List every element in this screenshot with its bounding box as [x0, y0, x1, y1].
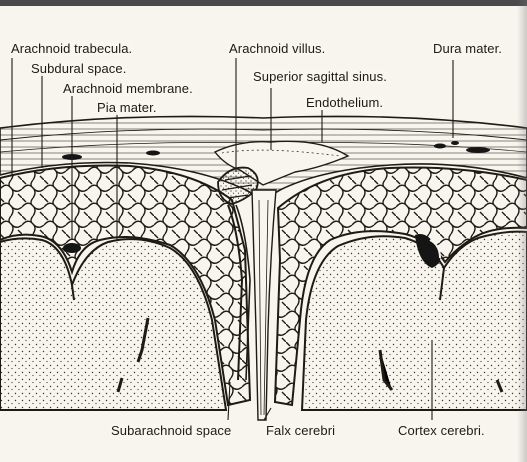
label-arachnoid-trabecula: Arachnoid trabecula.: [10, 42, 133, 56]
label-arachnoid-membrane: Arachnoid membrane.: [62, 82, 194, 96]
cortex-cerebri-right: [302, 232, 527, 410]
label-falx-cerebri: Falx cerebri: [265, 424, 336, 438]
label-cortex-cerebri: Cortex cerebri.: [397, 424, 486, 438]
label-dura-mater: Dura mater.: [432, 42, 503, 56]
label-subarachnoid-space: Subarachnoid space: [110, 424, 232, 438]
falx-cerebri: [252, 190, 276, 420]
label-subdural-space: Subdural space.: [30, 62, 127, 76]
label-pia-mater: Pia mater.: [96, 101, 158, 115]
scan-right-edge: [517, 0, 527, 462]
label-endothelium: Endothelium.: [305, 96, 384, 110]
label-arachnoid-villus: Arachnoid villus.: [228, 42, 326, 56]
label-superior-sagittal-sinus: Superior sagittal sinus.: [252, 70, 388, 84]
